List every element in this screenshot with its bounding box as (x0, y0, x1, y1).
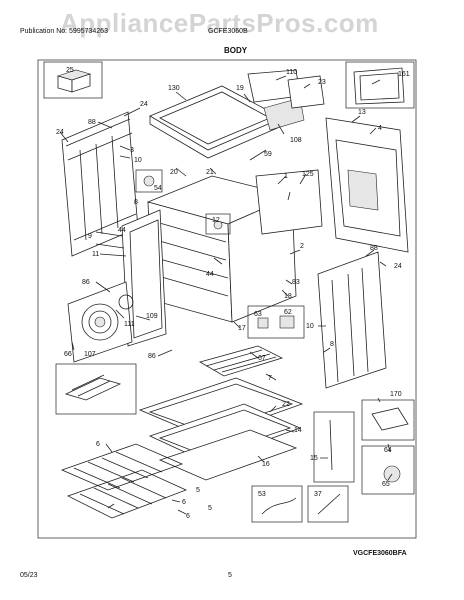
callout-1: 1 (284, 173, 288, 180)
callout-16: 16 (262, 461, 270, 468)
part-drawer-16 (158, 429, 298, 481)
callout-8: 8 (134, 199, 138, 206)
callout-24b: 24 (56, 129, 64, 136)
callout-25: 25 (66, 67, 74, 74)
callout-111: 111 (124, 321, 135, 328)
part-25-kit (56, 69, 92, 93)
footer-date: 05/23 (20, 572, 38, 579)
leader-lines (59, 75, 393, 515)
callout-11: 11 (92, 251, 99, 258)
callout-65: 65 (382, 481, 390, 488)
callout-6c: 6 (186, 513, 190, 520)
callout-170: 170 (390, 391, 402, 398)
part-side-panel-right (317, 251, 387, 389)
callout-86: 86 (82, 279, 90, 286)
callout-37: 37 (314, 491, 322, 498)
part-161-gasket (353, 67, 405, 105)
model-number: GCFE3060B (208, 28, 248, 35)
callout-53: 53 (258, 491, 266, 498)
inset-box-53 (251, 485, 303, 523)
callout-13: 13 (358, 109, 366, 116)
inset-box-64-65 (361, 445, 415, 495)
callout-23: 23 (318, 79, 326, 86)
publication-number: Publication No: 5995734263 (20, 28, 108, 35)
diagram-frame (37, 59, 417, 539)
callout-4: 4 (378, 125, 382, 132)
callout-9: 9 (88, 233, 92, 240)
part-convection-fan-110 (247, 69, 325, 131)
callout-66: 66 (64, 351, 72, 358)
callout-17: 17 (238, 325, 246, 332)
part-broil-element-7 (198, 345, 284, 377)
callout-10: 10 (134, 157, 142, 164)
inset-box-63-62 (247, 305, 305, 339)
callout-18: 18 (284, 293, 292, 300)
callout-12: 12 (212, 217, 220, 224)
callout-161: 161 (398, 71, 410, 78)
callout-125: 125 (302, 171, 314, 178)
callout-14: 14 (294, 427, 302, 434)
callout-6b: 6 (182, 499, 186, 506)
watermark: AppliancePartsPros.com (60, 8, 379, 38)
inset-box-54 (135, 169, 163, 193)
callout-24: 24 (140, 101, 148, 108)
part-side-panel-left (61, 111, 139, 257)
inset-box-170 (361, 399, 415, 441)
part-fan-blade-109 (118, 294, 134, 310)
callout-22: 22 (282, 401, 290, 408)
page-number: 5 (228, 572, 232, 579)
callout-20: 20 (170, 169, 178, 176)
callout-15: 15 (310, 455, 318, 462)
inset-box-bake-element (55, 363, 137, 415)
section-title: BODY (224, 46, 248, 55)
callout-108: 108 (290, 137, 302, 144)
callout-83: 83 (292, 279, 300, 286)
part-front-frame-1 (255, 169, 323, 235)
callout-63: 63 (254, 311, 262, 318)
inset-box-161 (345, 61, 415, 109)
callout-8b: 8 (330, 341, 334, 348)
callout-88b: 88 (370, 245, 378, 252)
callout-24c: 24 (394, 263, 402, 270)
callout-7: 7 (268, 375, 272, 382)
inset-box-15 (313, 411, 355, 483)
inset-box-12 (205, 213, 231, 235)
callout-3: 3 (130, 147, 134, 154)
callout-5: 5 (196, 487, 200, 494)
diagram-code: VGCFE3060BFA (353, 550, 407, 557)
callout-6: 6 (96, 441, 100, 448)
callout-62: 62 (284, 309, 292, 316)
callout-67: 67 (258, 355, 266, 362)
inset-box-25 (43, 61, 103, 99)
callout-107: 107 (84, 351, 96, 358)
callout-110: 110 (286, 69, 297, 76)
callout-86b: 86 (148, 353, 156, 360)
inset-box-37 (307, 485, 349, 523)
callout-54: 54 (154, 185, 162, 192)
callout-19: 19 (236, 85, 244, 92)
callout-10b: 10 (306, 323, 314, 330)
callout-2: 2 (300, 243, 304, 250)
callout-21: 21 (206, 169, 214, 176)
callout-109: 109 (146, 313, 158, 320)
part-fan-shroud-66 (67, 281, 133, 363)
callout-64: 64 (384, 447, 392, 454)
part-oven-rack-6 (60, 443, 188, 519)
callout-44b: 44 (206, 271, 214, 278)
part-back-panel-13 (325, 117, 409, 253)
callout-130: 130 (168, 85, 180, 92)
callout-88: 88 (88, 119, 96, 126)
callout-44: 44 (118, 227, 126, 234)
callout-5b: 5 (208, 505, 212, 512)
callout-59: 59 (264, 151, 272, 158)
